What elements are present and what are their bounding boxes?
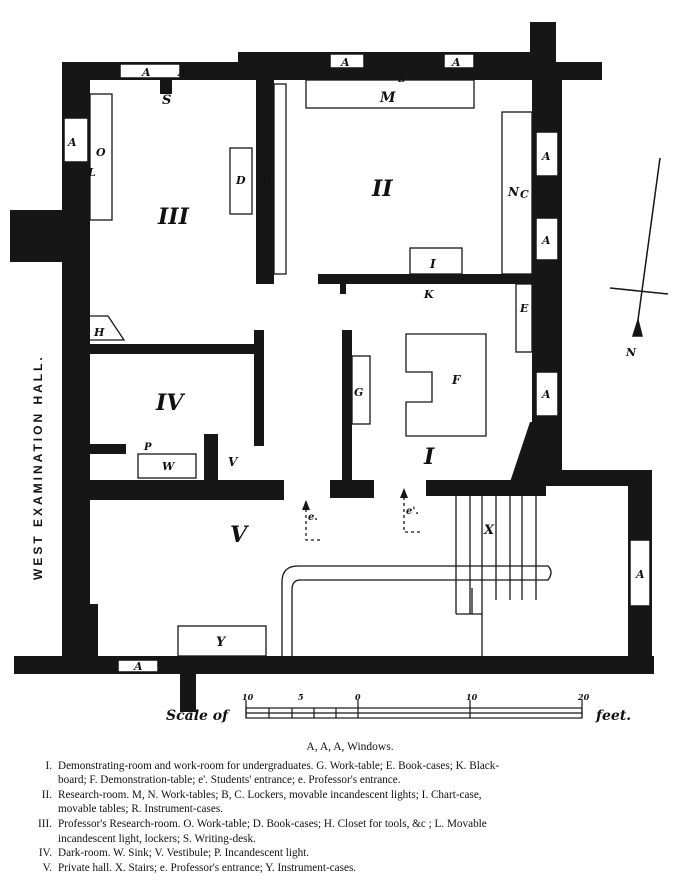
scale-prefix: Scale of xyxy=(166,708,231,724)
label-F: F xyxy=(451,373,462,387)
west-examination-hall-label: WEST EXAMINATION HALL. xyxy=(31,354,45,580)
scale-bar xyxy=(245,700,583,719)
scale-tick-label: 0 xyxy=(355,692,361,702)
legend-line: Dark-room. W. Sink; V. Vestibule; P. Inc… xyxy=(58,847,310,860)
table-N xyxy=(501,111,533,275)
window-label: A xyxy=(541,234,551,247)
label-R: R xyxy=(261,174,271,187)
window-label: A xyxy=(541,150,551,163)
legend-number: IV. xyxy=(38,847,52,860)
bookcase-D xyxy=(229,147,253,215)
worktable-G xyxy=(351,355,371,425)
table-M xyxy=(305,79,475,109)
legend-line: Demonstrating-room and work-room for und… xyxy=(58,759,500,772)
windows xyxy=(63,53,651,673)
scale-suffix: feet. xyxy=(595,708,631,724)
legend-entry: I. Demonstrating-room and work-room for … xyxy=(18,759,682,788)
label-e: e. xyxy=(308,512,318,523)
legend-line: incandescent light, lockers; S. Writing-… xyxy=(58,832,256,845)
legend-text: Private hall. X. Stairs; e. Professor's … xyxy=(58,861,682,876)
label-I-chart: I xyxy=(429,257,436,271)
legend-number: II. xyxy=(41,788,52,801)
room-V-label: V xyxy=(230,522,249,548)
scale-tick-label: 20 xyxy=(577,692,590,702)
legend-entry: IV. Dark-room. W. Sink; V. Vestibule; P.… xyxy=(18,846,682,861)
label-C: C xyxy=(520,188,529,201)
label-E: E xyxy=(519,302,529,315)
legend-entry: III. Professor's Research-room. O. Work-… xyxy=(18,817,682,846)
scale-tick-label: 10 xyxy=(242,692,254,702)
legend-line: Research-room. M, N. Work-tables; B, C. … xyxy=(58,788,482,801)
label-K: K xyxy=(423,288,434,301)
legend-line: Professor's Research-room. O. Work-table… xyxy=(58,817,487,830)
stairs xyxy=(281,496,552,656)
label-M: M xyxy=(379,90,396,106)
walls xyxy=(10,22,654,712)
label-Y: Y xyxy=(216,635,227,650)
legend-text: Research-room. M, N. Work-tables; B, C. … xyxy=(58,788,682,817)
label-L: L xyxy=(87,166,96,179)
legend-line: board; F. Demonstration-table; e'. Stude… xyxy=(58,774,401,787)
label-e-prime: e'. xyxy=(406,506,419,517)
room-III-label: III xyxy=(157,204,190,230)
legend-entry: II. Research-room. M, N. Work-tables; B,… xyxy=(18,788,682,817)
window-label: A xyxy=(141,66,151,79)
label-G: G xyxy=(354,386,363,399)
legend-text: Professor's Research-room. O. Work-table… xyxy=(58,817,682,846)
label-W: W xyxy=(162,460,176,473)
legend-entry: V. Private hall. X. Stairs; e. Professor… xyxy=(18,861,682,876)
legend-line: Private hall. X. Stairs; e. Professor's … xyxy=(58,861,357,874)
closet-H xyxy=(90,315,126,341)
legend-text: Demonstrating-room and work-room for und… xyxy=(58,759,682,788)
label-D: D xyxy=(235,174,246,187)
label-X: X xyxy=(483,523,495,538)
legend-number: V. xyxy=(42,861,52,874)
window-label: A xyxy=(541,388,551,401)
label-B: B xyxy=(397,75,406,85)
window-label: A xyxy=(67,136,77,149)
label-P: P xyxy=(143,442,152,453)
table-O xyxy=(89,93,113,221)
chart-case-I xyxy=(409,247,463,275)
label-S: S xyxy=(162,93,171,108)
legend-number: I. xyxy=(45,759,52,772)
label-V: V xyxy=(228,455,239,469)
instrument-case-Y xyxy=(177,625,267,657)
floor-plan: II III IV I V A A A A A A A A A A B M S … xyxy=(10,22,669,724)
window-label: A xyxy=(340,56,350,69)
sink-W xyxy=(137,453,197,479)
legend-title: A, A, A, Windows. xyxy=(306,741,394,753)
furniture xyxy=(89,79,533,657)
scale-tick-label: 10 xyxy=(466,692,478,702)
window-label: A xyxy=(133,660,143,673)
window-label: A xyxy=(451,56,461,69)
legend-text: Dark-room. W. Sink; V. Vestibule; P. Inc… xyxy=(58,846,682,861)
label-H: H xyxy=(93,326,105,339)
label-N: N xyxy=(507,185,520,199)
instrument-case-R xyxy=(273,83,287,275)
scale-tick-label: 5 xyxy=(298,692,304,702)
legend: A, A, A, Windows. I. Demonstrating-room … xyxy=(18,740,682,875)
room-I-label: I xyxy=(423,444,435,470)
legend-line: movable tables; R. Instrument-cases. xyxy=(58,803,223,816)
window-label: A xyxy=(177,66,187,79)
room-II-label: II xyxy=(371,176,393,202)
compass-icon xyxy=(609,157,669,337)
legend-number: III. xyxy=(38,817,52,830)
compass-label: N xyxy=(625,346,637,359)
room-IV-label: IV xyxy=(155,390,185,416)
entrance-arrows xyxy=(305,494,420,541)
window-label: A xyxy=(635,568,645,581)
label-O: O xyxy=(96,146,106,159)
demo-table-F xyxy=(405,333,487,437)
bookcase-E xyxy=(515,283,533,353)
